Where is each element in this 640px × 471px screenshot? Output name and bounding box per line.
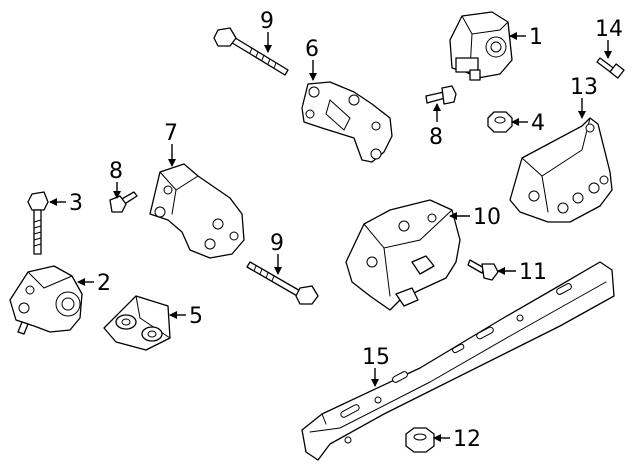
callout-9a: 9 <box>260 9 274 34</box>
part-7-mount-bracket <box>149 163 245 259</box>
callout-5: 5 <box>189 304 203 329</box>
part-9-long-bolt-middle <box>246 261 319 305</box>
callout-8b: 8 <box>429 125 443 150</box>
part-12-nut <box>405 427 435 453</box>
callout-4: 4 <box>531 111 545 136</box>
part-14-bolt <box>596 57 625 79</box>
part-9-long-bolt-upper <box>213 27 289 76</box>
part-10-mount-assembly <box>345 199 461 311</box>
callout-10: 10 <box>473 205 501 230</box>
part-8-bolt-left <box>109 191 138 213</box>
callout-12: 12 <box>453 427 481 452</box>
callout-13: 13 <box>570 75 598 100</box>
callout-14: 14 <box>595 17 623 42</box>
callout-11: 11 <box>519 260 547 285</box>
callout-labels: 1 2 3 4 5 6 7 8 8 9 9 10 11 12 13 14 15 <box>69 9 623 452</box>
callout-8a: 8 <box>109 159 123 184</box>
callout-6: 6 <box>305 37 319 62</box>
callout-15: 15 <box>362 345 390 370</box>
part-3-bolt-vertical <box>27 191 49 255</box>
part-15-crossmember <box>301 261 615 461</box>
callout-7: 7 <box>164 121 178 146</box>
part-13-bracket <box>509 117 613 223</box>
part-6-plate-bracket <box>301 81 393 163</box>
part-1-mount-insulator <box>449 11 513 81</box>
part-11-bolt <box>467 259 499 281</box>
part-5-bushing-bracket <box>103 295 171 351</box>
part-2-mount-insulator <box>9 265 83 335</box>
callout-3: 3 <box>69 191 83 216</box>
part-4-nut <box>487 111 513 133</box>
part-8-bolt-upper <box>425 85 457 105</box>
callout-2: 2 <box>97 271 111 296</box>
callout-9b: 9 <box>270 231 284 256</box>
leader-lines <box>49 32 612 442</box>
callout-1: 1 <box>529 25 543 50</box>
